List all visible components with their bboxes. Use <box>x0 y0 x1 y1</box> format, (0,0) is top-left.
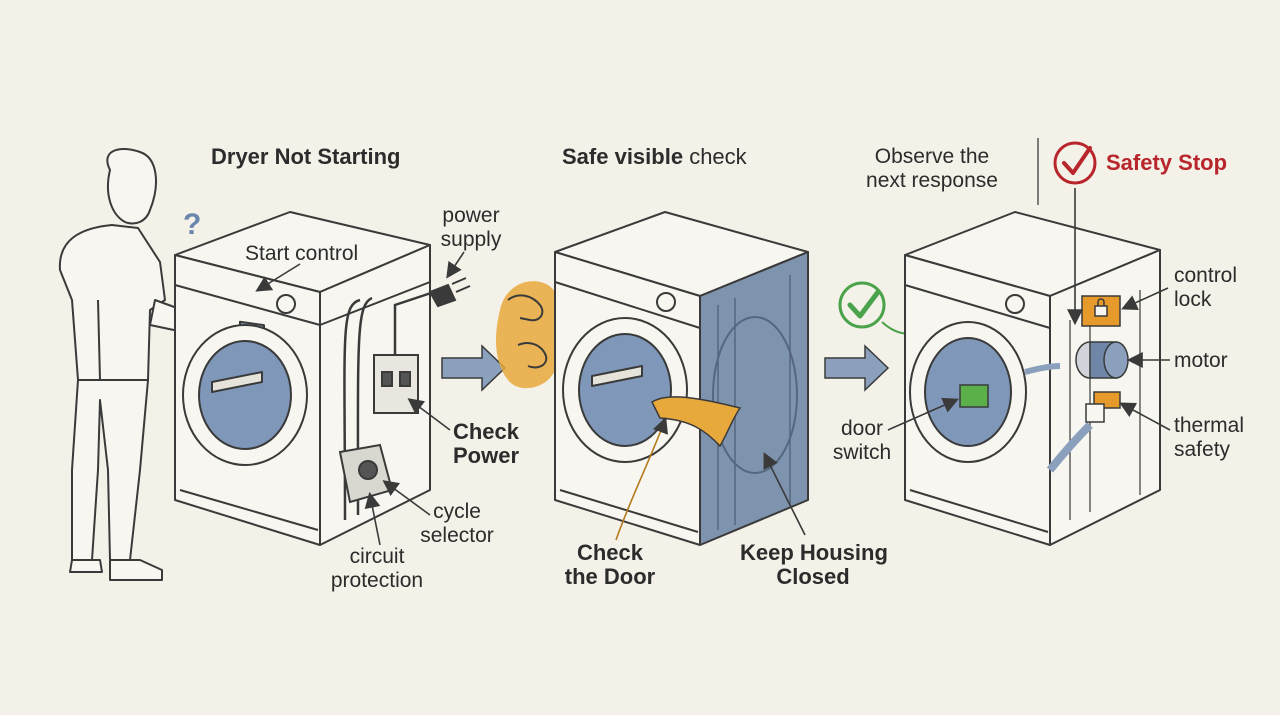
keep-housing-line-2: Closed <box>776 564 850 589</box>
dryer-2 <box>554 211 809 546</box>
flow-arrow-1 <box>1024 363 1061 375</box>
plug-icon <box>428 277 471 308</box>
check-circle-icon <box>838 281 886 329</box>
power-supply-label: power supply <box>437 204 505 252</box>
motor-icon <box>1075 341 1129 379</box>
power-supply-line-2: supply <box>440 228 502 251</box>
control-lock-label: control lock <box>1174 264 1237 312</box>
question-icon: ? <box>183 208 201 241</box>
keep-housing-line-1: Keep Housing <box>740 540 888 565</box>
door-switch-component <box>959 384 989 408</box>
thermal-safety-line-2: safety <box>1174 438 1231 461</box>
stop-check-icon <box>1053 141 1097 185</box>
control-lock-line-2: lock <box>1174 288 1212 311</box>
flow-arrow-2 <box>1046 422 1093 473</box>
arrow-right-icon-2 <box>824 344 890 392</box>
hand-icon <box>507 294 548 369</box>
check-door-label: Check the Door <box>560 541 660 589</box>
power-supply-line-1: power <box>442 204 500 227</box>
lock-icon <box>1081 295 1121 327</box>
door-switch-label: door switch <box>828 417 896 465</box>
panel2-title-bold: Safe visible <box>562 144 684 169</box>
keep-housing-label: Keep Housing Closed <box>740 540 888 589</box>
check-door-line-2: the Door <box>564 564 656 589</box>
observe-line-1: Observe the <box>874 145 990 168</box>
control-lock-line-1: control <box>1174 264 1238 287</box>
check-power-line-1: Check <box>452 419 520 444</box>
start-control-label: Start control <box>245 242 359 265</box>
check-door-line-1: Check <box>576 540 644 565</box>
thermal-safety-label: thermal safety <box>1174 414 1244 462</box>
circuit-protection-label: circuit protection <box>328 545 426 593</box>
panel2-title: Safe visible check <box>562 145 747 169</box>
cycle-selector-label: cycle selector <box>414 500 500 548</box>
thermal-safety-icon <box>1085 391 1121 423</box>
thermal-safety-line-1: thermal <box>1174 414 1245 437</box>
cycle-selector-line-1: cycle <box>433 500 481 523</box>
arrow-right-icon-1 <box>441 344 507 392</box>
check-power-line-2: Power <box>452 443 520 468</box>
observe-line-2: next response <box>866 169 998 192</box>
check-power-label: Check Power <box>446 420 526 468</box>
door-switch-line-2: switch <box>832 441 892 464</box>
door-switch-line-1: door <box>840 417 884 440</box>
dryer-3 <box>904 211 1161 546</box>
motor-label: motor <box>1174 349 1228 372</box>
circuit-protection-line-2: protection <box>330 569 424 592</box>
panel1-title: Dryer Not Starting <box>211 144 401 169</box>
observe-label: Observe the next response <box>862 145 1002 193</box>
door-hand-highlight <box>651 396 742 448</box>
panel2-title-rest: check <box>683 144 747 169</box>
power-box <box>373 288 441 414</box>
hand-highlight <box>496 281 564 389</box>
safety-stop-label: Safety Stop <box>1106 150 1228 175</box>
cycle-selector-line-2: selector <box>420 524 494 547</box>
circuit-protection-line-1: circuit <box>349 545 405 568</box>
